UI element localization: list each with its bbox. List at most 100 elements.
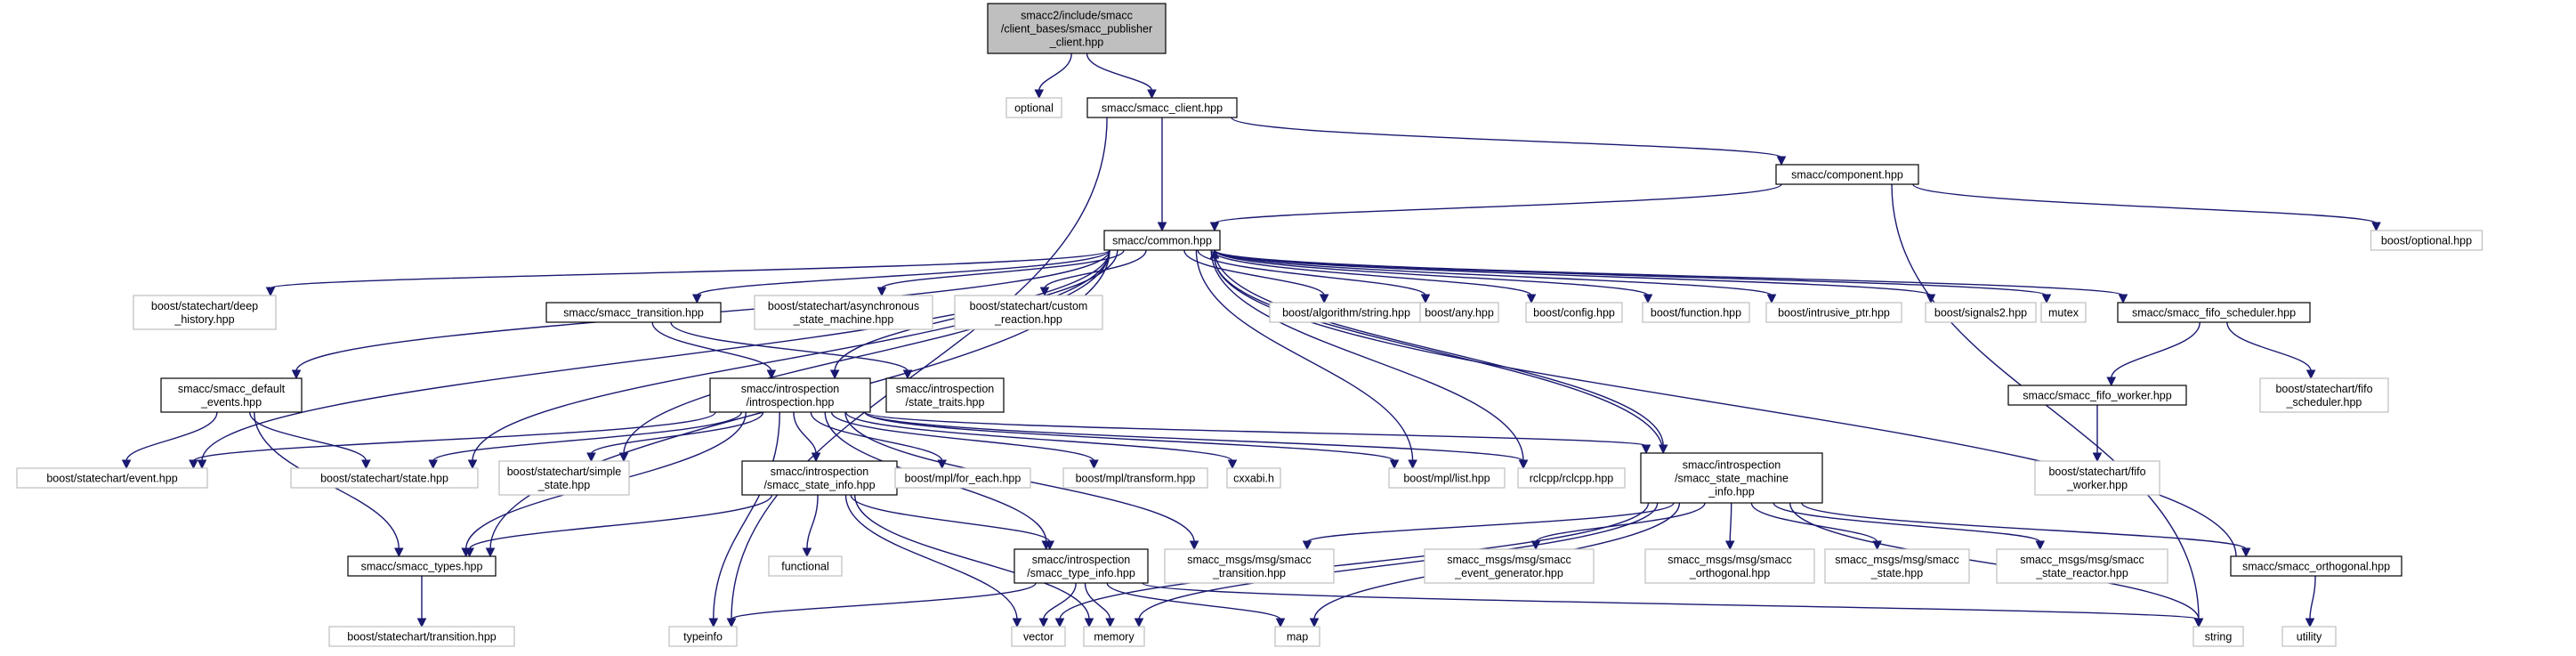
edge-arrowhead [2193,618,2204,628]
node-box [498,460,630,496]
node-deep-history: boost/statechart/deep_history.hpp [133,295,277,330]
edge-common-to-async-sm [876,249,1125,297]
node-custom-reaction: boost/statechart/custom_reaction.hpp [954,295,1103,330]
node-box [1517,467,1626,489]
edge-arrowhead [586,452,596,463]
node-label-line: /smacc_state_machine [1675,473,1789,485]
edge-common-to-mpl-list [1195,249,1417,470]
node-state-traits[interactable]: smacc/introspection/state_traits.hpp [885,377,1005,413]
edge-introspection-to-state [428,411,742,470]
edge-arrowhead [2305,369,2316,380]
node-state-info[interactable]: smacc/introspection/smacc_state_info.hpp [741,460,898,496]
node-smacc-transition[interactable]: smacc/smacc_transition.hpp [545,302,722,323]
node-common[interactable]: smacc/common.hpp [1103,230,1221,251]
edge-introspection-to-cxxabi [844,411,1238,470]
node-box [1013,548,1149,584]
node-box [1274,626,1320,647]
node-box [1525,302,1623,323]
edge-line [806,494,819,550]
node-label-line: smacc/smacc_default [178,383,286,395]
node-label-line: utility [2297,631,2322,644]
node-label-line: smacc/smacc_fifo_scheduler.hpp [2132,307,2296,320]
edge-line [1142,582,2200,620]
edge-arrowhead [2305,618,2315,628]
edge-line [2111,321,2201,379]
node-box [885,377,1005,413]
edge-line [623,249,1110,455]
node-box [1824,548,1970,584]
node-default-events[interactable]: smacc/smacc_default_events.hpp [160,377,303,413]
node-orthogonal[interactable]: smacc/smacc_orthogonal.hpp [2230,555,2402,577]
node-label-line: /smacc_state_info.hpp [763,479,875,491]
node-fifo-worker[interactable]: smacc/smacc_fifo_worker.hpp [2007,385,2187,406]
node-box [1226,467,1281,489]
node-boost-optional: boost/optional.hpp [2370,230,2483,251]
node-box [1925,302,2037,323]
edge-common-to-deep-history [265,249,1110,297]
node-box [2259,377,2389,413]
node-label-line: smacc_msgs/msg/smacc [1187,554,1312,566]
edge-line [1535,502,1706,543]
node-box [1424,548,1595,584]
node-box [2007,385,2187,406]
node-label-line: typeinfo [683,631,723,644]
edge-line [1214,183,1782,224]
edge-line [1059,502,1650,620]
edge-line [248,411,367,462]
node-box [754,295,933,330]
edge-arrowhead [1209,222,1220,232]
node-label-line: boost/mpl/transform.hpp [1076,473,1196,485]
node-type-info[interactable]: smacc/introspection/smacc_type_info.hpp [1013,548,1149,584]
edge-state-info-to-type-info [850,494,1055,551]
node-label-line: smacc_msgs/msg/smacc [1447,554,1571,566]
node-component[interactable]: smacc/component.hpp [1775,164,1919,185]
edge-arrowhead [416,618,427,628]
edge-arrowhead [1045,540,1055,551]
edge-common-to-mutex [1214,249,2052,304]
edge-line [1195,249,1414,462]
node-fifo-scheduler[interactable]: smacc/smacc_fifo_scheduler.hpp [2117,302,2311,323]
edge-common-to-fifo-scheduler [1214,249,2128,304]
edge-state-machine-info-to-msg-orthogonal [1724,502,1735,551]
node-box [1765,302,1902,323]
edge-smacc-types-to-sc-transition [416,576,427,628]
node-smacc-client[interactable]: smacc/smacc_client.hpp [1086,97,1238,118]
edge-line [810,411,943,462]
edge-arrowhead [428,459,439,470]
node-label-line: optional [1014,102,1054,115]
node-box [133,295,277,330]
edge-line [1086,53,1153,92]
edge-state-info-to-smacc-types [464,494,773,558]
edge-introspection-to-simple-state [586,411,764,463]
node-introspection[interactable]: smacc/introspection/introspection.hpp [709,377,871,413]
node-box [1640,452,1823,504]
node-label-line: boost/statechart/deep [151,300,258,312]
node-label-line: boost/mpl/list.hpp [1403,473,1490,485]
edge-arrowhead [1302,540,1312,551]
edge-line [2309,575,2316,620]
node-alg-string: boost/algorithm/string.hpp [1269,302,1424,323]
edge-arrowhead [1526,294,1537,304]
edge-arrowhead [1518,459,1529,470]
edge-arrowhead [1034,89,1045,100]
node-label-line: boost/algorithm/string.hpp [1282,307,1410,320]
edge-state-info-to-vector [844,494,1022,628]
node-label-line: smacc/introspection [896,383,995,395]
node-label-line: smacc_msgs/msg/smacc [1668,554,1792,566]
edge-line [192,411,716,462]
node-label-line: smacc/smacc_transition.hpp [563,307,704,320]
node-label-line: map [1287,631,1308,644]
edge-arrowhead [876,287,887,297]
node-label-line: functional [781,561,829,573]
node-box [709,377,871,413]
node-smacc-types[interactable]: smacc/smacc_types.hpp [347,555,497,577]
node-label-line: _reaction.hpp [994,313,1062,326]
edge-common-to-state [467,249,1110,470]
node-state-machine-info[interactable]: smacc/introspection/smacc_state_machine_… [1640,452,1823,504]
edge-line [472,249,1110,462]
edge-arrowhead [1089,459,1099,470]
edge-line [1912,183,2378,224]
node-box [741,460,898,496]
node-label-line: smacc/smacc_client.hpp [1102,102,1223,115]
node-sc-transition: boost/statechart/transition.hpp [328,626,515,647]
